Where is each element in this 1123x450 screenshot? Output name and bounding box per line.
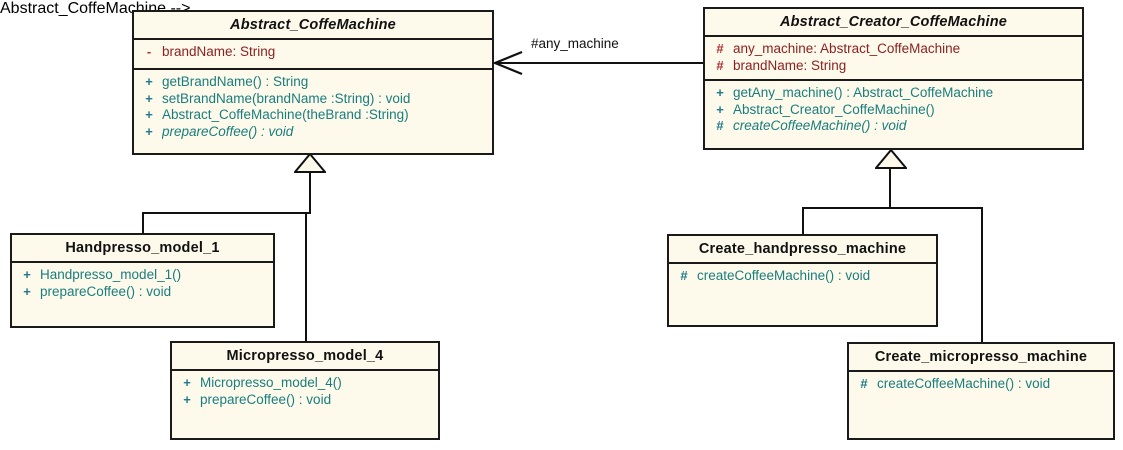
operation-row: + prepareCoffee() : void	[136, 124, 490, 141]
visibility-marker: -	[146, 44, 152, 59]
association-open-arrowhead	[493, 51, 523, 75]
operation-row: + setBrandName(brandName :String) : void	[136, 91, 490, 108]
operation-text: getAny_machine() : Abstract_CoffeMachine	[733, 85, 994, 100]
operation-text: prepareCoffee() : void	[40, 283, 172, 299]
operations-compartment-abstract-creator-coffemachine: + getAny_machine() : Abstract_CoffeMachi…	[705, 79, 1082, 143]
visibility-marker: +	[183, 375, 191, 390]
generalization-drop-handpresso	[142, 212, 144, 234]
class-title-create-handpresso-machine: Create_handpresso_machine	[698, 241, 907, 257]
visibility-marker: #	[860, 376, 868, 391]
operation-row: + prepareCoffee() : void	[174, 392, 436, 409]
attribute-row: # brandName: String	[707, 58, 1080, 75]
operation-text: Abstract_CoffeMachine(theBrand :String)	[162, 107, 409, 122]
operation-text: prepareCoffee() : void	[162, 123, 294, 139]
generalization-drop-micropresso	[305, 212, 307, 342]
visibility-marker: +	[145, 74, 153, 89]
visibility-marker: #	[716, 57, 724, 73]
visibility-marker: #	[716, 118, 724, 133]
attributes-compartment-abstract-coffemachine: - brandName: String	[134, 38, 492, 68]
operation-text: getBrandName() : String	[162, 74, 309, 89]
class-title-micropresso-model-4: Micropresso_model_4	[226, 348, 384, 364]
attribute-row: # any_machine: Abstract_CoffeMachine	[707, 41, 1080, 58]
class-title-abstract-creator-coffemachine: Abstract_Creator_CoffeMachine	[779, 14, 1008, 30]
operation-row: + Abstract_Creator_CoffeMachine()	[707, 102, 1080, 119]
operation-row: # createCoffeeMachine() : void	[707, 118, 1080, 135]
operations-compartment-create-micropresso-machine: # createCoffeeMachine() : void	[849, 370, 1113, 437]
generalization-drop-create-handpresso	[802, 207, 804, 234]
visibility-marker: +	[716, 101, 724, 117]
operation-row: # createCoffeeMachine() : void	[851, 376, 1111, 393]
operations-compartment-abstract-coffemachine: + getBrandName() : String + setBrandName…	[134, 68, 492, 149]
class-title-abstract-coffemachine: Abstract_CoffeMachine	[230, 17, 396, 33]
operation-row: # createCoffeeMachine() : void	[671, 268, 934, 285]
operation-text: createCoffeeMachine() : void	[733, 118, 907, 133]
visibility-marker: +	[145, 107, 153, 122]
generalization-triangle-right	[875, 149, 907, 169]
operations-compartment-micropresso-model-4: + Micropresso_model_4() + prepareCoffee(…	[172, 369, 438, 437]
operation-text: Micropresso_model_4()	[200, 375, 342, 390]
generalization-bus-right	[802, 207, 983, 209]
association-line	[495, 62, 703, 64]
visibility-marker: +	[23, 267, 31, 282]
operation-text: createCoffeeMachine() : void	[697, 268, 871, 283]
visibility-marker: +	[716, 85, 724, 100]
operation-text: createCoffeeMachine() : void	[877, 376, 1051, 391]
class-title-create-micropresso-machine: Create_micropresso_machine	[874, 349, 1088, 365]
operation-text: Abstract_Creator_CoffeMachine()	[733, 101, 935, 117]
operation-text: setBrandName(brandName :String) : void	[162, 90, 411, 106]
attribute-text: any_machine: Abstract_CoffeMachine	[733, 41, 961, 56]
visibility-marker: +	[23, 283, 31, 299]
visibility-marker: #	[680, 268, 688, 283]
class-abstract-creator-coffemachine[interactable]: Abstract_Creator_CoffeMachine # any_mach…	[703, 7, 1084, 150]
visibility-marker: +	[145, 90, 153, 106]
operation-row: + Abstract_CoffeMachine(theBrand :String…	[136, 107, 490, 124]
generalization-bus-left	[142, 212, 311, 214]
attribute-row: - brandName: String	[136, 44, 490, 61]
generalization-drop-create-micropresso	[981, 207, 983, 342]
association-label: #any_machine	[531, 36, 619, 51]
visibility-marker: +	[183, 391, 191, 407]
attributes-compartment-abstract-creator-coffemachine: # any_machine: Abstract_CoffeMachine # b…	[705, 35, 1082, 79]
class-create-handpresso-machine[interactable]: Create_handpresso_machine # createCoffee…	[667, 234, 938, 327]
operations-compartment-handpresso-model-1: + Handpresso_model_1() + prepareCoffee()…	[12, 261, 273, 325]
attribute-text: brandName: String	[162, 44, 276, 59]
attribute-text: brandName: String	[733, 57, 847, 73]
generalization-stem-right	[889, 166, 891, 209]
class-title-handpresso-model-1: Handpresso_model_1	[65, 240, 220, 256]
operation-row: + Micropresso_model_4()	[174, 375, 436, 392]
operation-row: + prepareCoffee() : void	[14, 284, 271, 301]
class-create-micropresso-machine[interactable]: Create_micropresso_machine # createCoffe…	[847, 342, 1115, 440]
visibility-marker: +	[145, 123, 153, 139]
operation-row: + getAny_machine() : Abstract_CoffeMachi…	[707, 85, 1080, 102]
generalization-triangle-left	[294, 153, 326, 173]
operation-text: prepareCoffee() : void	[200, 391, 332, 407]
class-abstract-coffemachine[interactable]: Abstract_CoffeMachine - brandName: Strin…	[132, 10, 494, 155]
class-micropresso-model-4[interactable]: Micropresso_model_4 + Micropresso_model_…	[170, 341, 440, 440]
operation-row: + Handpresso_model_1()	[14, 267, 271, 284]
generalization-stem-left	[309, 170, 311, 214]
operations-compartment-create-handpresso-machine: # createCoffeeMachine() : void	[669, 262, 936, 324]
operation-text: Handpresso_model_1()	[40, 267, 182, 282]
class-handpresso-model-1[interactable]: Handpresso_model_1 + Handpresso_model_1(…	[10, 233, 275, 328]
operation-row: + getBrandName() : String	[136, 74, 490, 91]
visibility-marker: #	[716, 41, 724, 56]
